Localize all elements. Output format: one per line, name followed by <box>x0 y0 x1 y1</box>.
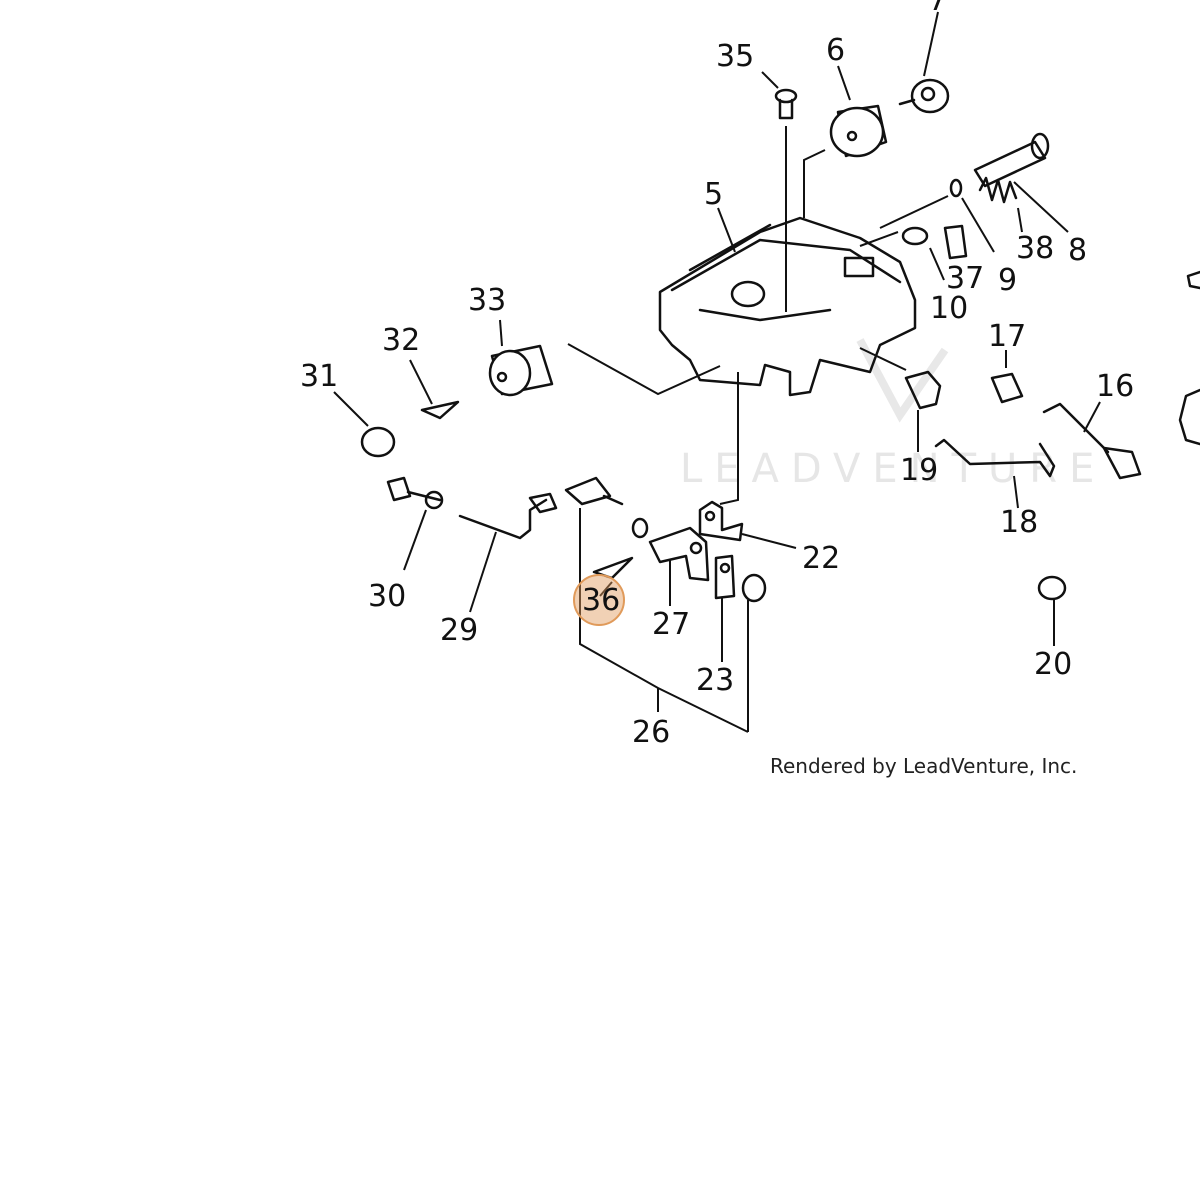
part-8-screw <box>973 132 1050 188</box>
part-29-cable <box>458 492 558 540</box>
part-17-block <box>990 372 1024 404</box>
callout-8[interactable]: 8 <box>1068 233 1087 268</box>
callout-23[interactable]: 23 <box>696 663 734 698</box>
watermark-text: LEADVENTURE <box>680 446 1106 492</box>
part-23-washer <box>714 554 767 603</box>
part-9-oring <box>949 178 963 198</box>
callout-6[interactable]: 6 <box>826 33 845 68</box>
partial-part-right-2 <box>1186 270 1200 290</box>
callout-22[interactable]: 22 <box>802 541 840 576</box>
part-30-adjuster <box>386 476 444 510</box>
part-6-piston <box>829 104 888 158</box>
callout-7[interactable]: 7 <box>928 0 947 18</box>
callout-19[interactable]: 19 <box>900 453 938 488</box>
part-10-jet <box>901 226 929 246</box>
callout-20[interactable]: 20 <box>1034 647 1072 682</box>
part-7-cap <box>898 78 950 114</box>
callout-30[interactable]: 30 <box>368 579 406 614</box>
callout-16[interactable]: 16 <box>1096 369 1134 404</box>
part-38-spring <box>978 176 1018 204</box>
part-16-lever <box>1042 402 1142 480</box>
partial-part-right <box>1178 388 1200 446</box>
callout-32[interactable]: 32 <box>382 323 420 358</box>
callout-33[interactable]: 33 <box>468 283 506 318</box>
part-20-cap <box>1037 575 1067 601</box>
part-22-clip <box>698 500 744 542</box>
part-35-screw <box>774 88 798 120</box>
callout-26[interactable]: 26 <box>632 715 670 750</box>
part-33-boot <box>488 344 554 397</box>
credit-text: Rendered by LeadVenture, Inc. <box>770 754 1077 778</box>
callout-36[interactable]: 36 <box>582 583 620 618</box>
part-18-rod <box>934 438 1056 478</box>
part-5-body <box>658 216 917 397</box>
callout-29[interactable]: 29 <box>440 613 478 648</box>
callout-5[interactable]: 5 <box>704 177 723 212</box>
callout-38[interactable]: 38 <box>1016 231 1054 266</box>
part-37-gasket <box>943 224 968 260</box>
part-19-clip <box>904 370 942 410</box>
callout-10[interactable]: 10 <box>930 291 968 326</box>
highlight-callout-36[interactable] <box>573 574 625 626</box>
callout-18[interactable]: 18 <box>1000 505 1038 540</box>
watermark: LEADVENTURE <box>680 338 1106 492</box>
callout-31[interactable]: 31 <box>300 359 338 394</box>
part-31-cap <box>360 426 396 458</box>
leader-lines <box>333 11 1101 733</box>
callout-35[interactable]: 35 <box>716 39 754 74</box>
callouts: 35 6 7 5 37 9 38 8 10 17 16 19 18 20 33 … <box>300 0 1134 750</box>
callout-9[interactable]: 9 <box>998 263 1017 298</box>
callout-27[interactable]: 27 <box>652 607 690 642</box>
part-26-assembly <box>564 476 649 580</box>
part-27-bracket <box>648 526 710 582</box>
part-32-screw <box>420 400 460 420</box>
callout-37[interactable]: 37 <box>946 261 984 296</box>
callout-17[interactable]: 17 <box>988 319 1026 354</box>
